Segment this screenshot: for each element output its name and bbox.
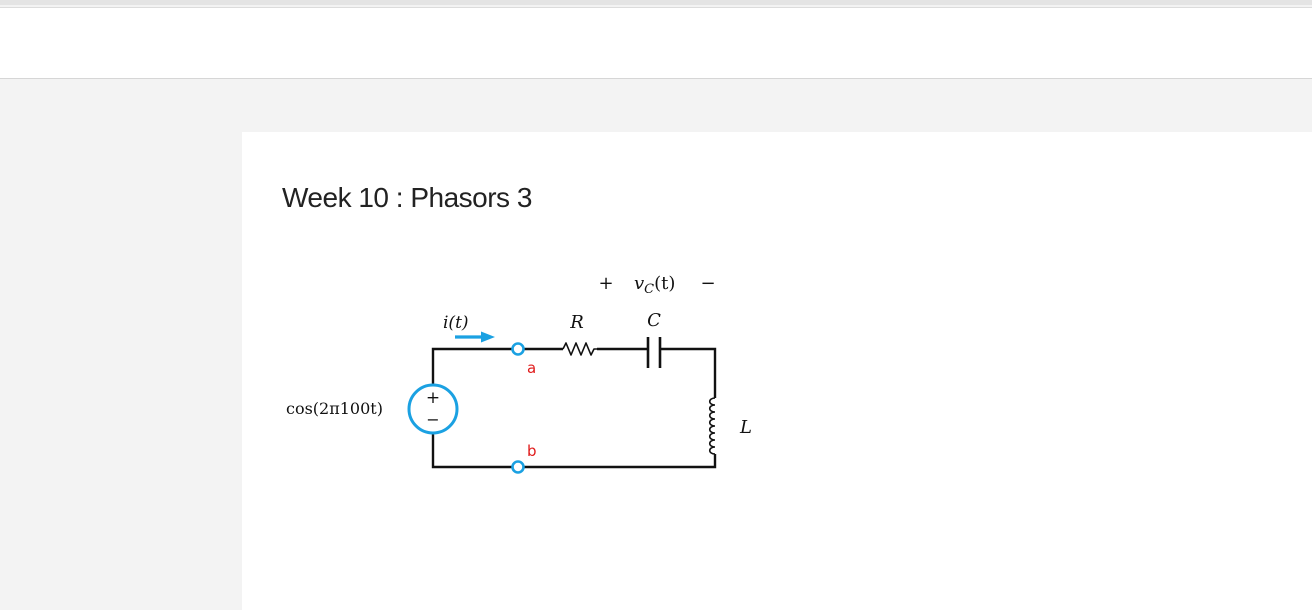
resistor-label: R	[569, 312, 584, 333]
current-label: i(t)	[443, 313, 469, 333]
header-bar	[0, 8, 1312, 79]
source-plus-sign: +	[426, 388, 440, 408]
vc-minus-sign: −	[700, 273, 715, 294]
vc-label: vC(t)	[634, 273, 675, 297]
capacitor-symbol	[646, 337, 662, 368]
wire-inductor-to-b	[524, 454, 717, 469]
resistor-symbol	[562, 342, 597, 356]
vc-symbol: v	[634, 273, 644, 294]
wire-capacitor-to-inductor	[661, 347, 717, 398]
inductor-symbol	[708, 397, 716, 455]
wire-left-bottom	[431, 428, 512, 469]
vc-argument: (t)	[654, 273, 675, 294]
source-minus-sign: −	[426, 410, 439, 429]
terminal-b-label: b	[527, 442, 537, 460]
terminal-a-label: a	[527, 359, 536, 377]
vc-subscript: C	[644, 282, 654, 297]
terminal-b	[511, 460, 525, 474]
content-card: Week 10 : Phasors 3 + −	[242, 132, 1312, 610]
inductor-label: L	[739, 417, 752, 438]
current-arrow	[455, 331, 495, 343]
wire-left-top	[431, 347, 512, 390]
terminal-a	[511, 342, 525, 356]
circuit-wires	[431, 347, 717, 469]
capacitor-label: C	[647, 310, 661, 331]
vc-plus-sign: +	[598, 273, 613, 294]
page-title: Week 10 : Phasors 3	[282, 182, 532, 213]
top-divider	[0, 7, 1312, 8]
browser-top-strip	[0, 0, 1312, 5]
circuit-diagram: + − cos(2π100t) i(t) a b R C L + vC(t) −	[286, 273, 752, 474]
voltage-source	[407, 383, 459, 435]
source-label: cos(2π100t)	[286, 399, 383, 418]
